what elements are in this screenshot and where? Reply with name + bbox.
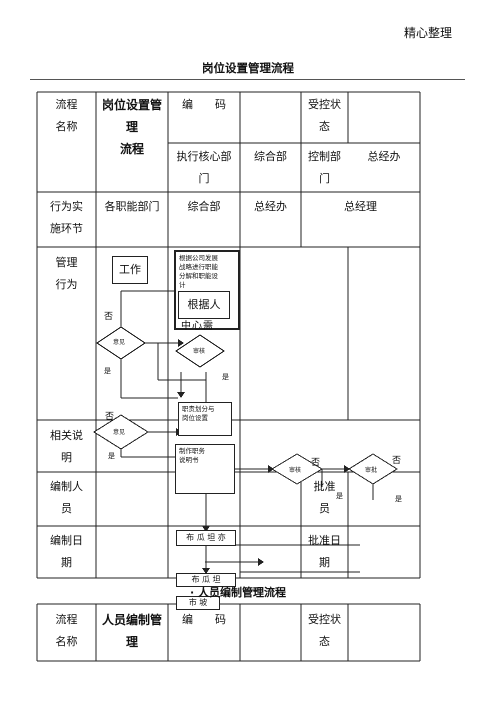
gm-office-label: 总经办	[367, 150, 401, 163]
col-general-manager: 总经理	[344, 200, 377, 213]
process-name-label: 流程名称	[55, 98, 78, 133]
notes-label: 相关说明	[50, 429, 83, 464]
approval-date-label: 批准日期	[308, 534, 341, 569]
opinion-label-1: 意见	[113, 339, 126, 346]
garbled-box-1: 布 瓜 坦 亦	[176, 530, 236, 546]
review-label-2: 审核	[289, 467, 302, 474]
yes-label-3: 是	[108, 452, 115, 460]
approver-label: 批准员	[313, 480, 336, 515]
approve-decision	[348, 453, 398, 485]
control-status-label: 受控状态	[308, 98, 341, 133]
control-dept-label: 控制部门	[308, 150, 341, 185]
approve-label: 审批	[365, 467, 378, 474]
prep-date-label: 编制日期	[50, 534, 83, 569]
section-subtitle: · 人员编制管理流程	[190, 586, 287, 599]
general-dept-label: 综合部	[254, 150, 287, 163]
duty-box: 职责划分与岗位设置	[178, 402, 232, 436]
process-name-value-2: 人员编制管理	[101, 613, 162, 649]
control-status-label-2: 受控状态	[308, 613, 341, 648]
yes-label-5: 是	[395, 495, 402, 503]
process-name-value: 岗位设置管理流程	[101, 98, 162, 156]
overlap-text: 中心需	[181, 321, 214, 332]
review-label-1: 审核	[193, 348, 206, 355]
opinion-label-2: 意见	[113, 429, 126, 436]
preparer-label: 编制人员	[50, 480, 83, 515]
no-label-4: 否	[392, 456, 402, 466]
implementation-label: 行为实施环节	[50, 200, 83, 235]
review-decision-2	[271, 453, 323, 485]
opinion-decision-2	[93, 414, 149, 450]
page-header-tag: 精心整理	[403, 26, 452, 40]
according-box: 根据人	[178, 291, 230, 319]
yes-label-4: 是	[336, 492, 343, 500]
col-gm-office: 总经办	[254, 200, 287, 213]
col-general-dept: 综合部	[187, 200, 221, 213]
no-label-3: 否	[311, 458, 321, 468]
process-name-label-2: 流程名称	[55, 613, 78, 648]
col-functional-depts: 各职能部门	[104, 200, 160, 213]
document-title: 岗位设置管理流程	[202, 61, 294, 75]
review-decision-1	[175, 334, 225, 368]
header-rule	[30, 79, 465, 80]
opinion-decision-1	[96, 326, 146, 360]
garbled-box-3: 市 坡	[176, 596, 220, 610]
work-box: 工作	[112, 256, 148, 284]
management-behavior-label: 管理行为	[55, 256, 78, 291]
yes-label-2: 是	[222, 373, 229, 381]
job-desc-box: 制作职务说明书	[175, 444, 235, 494]
garbled-box-2: 布 瓜 坦	[176, 573, 236, 587]
code-label: 编 码	[182, 98, 226, 111]
exec-core-dept-label: 执行核心部门	[176, 150, 232, 185]
no-label-2: 否	[105, 412, 115, 422]
no-label-1: 否	[104, 312, 114, 322]
code-label-2: 编 码	[182, 613, 226, 626]
yes-label-1: 是	[104, 367, 111, 375]
